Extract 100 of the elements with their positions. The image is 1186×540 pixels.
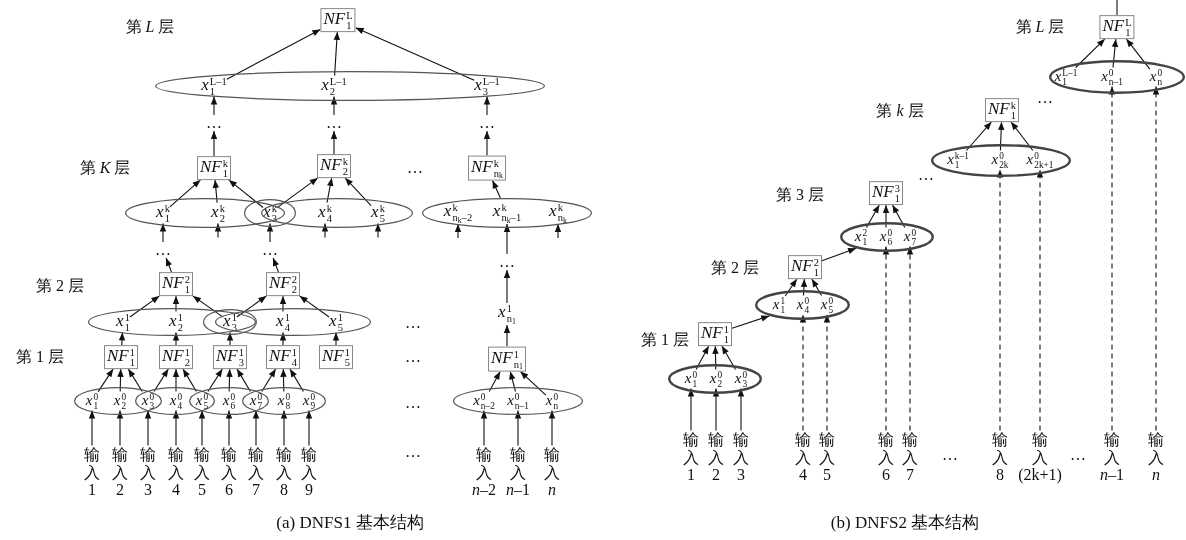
ellipsis-text: … (407, 159, 423, 177)
ellipsis-text: … (405, 348, 421, 366)
ellipsis-text: … (1037, 89, 1053, 107)
input-index: 9 (305, 480, 313, 499)
arrow (280, 368, 287, 393)
input-index: 3 (144, 480, 152, 499)
arrow (998, 121, 1005, 152)
arrow (226, 28, 321, 80)
arrow (214, 222, 222, 238)
input-index: 1 (687, 465, 695, 484)
arrow (169, 179, 202, 208)
arrow (374, 222, 382, 238)
input-index: 1 (88, 480, 96, 499)
ellipsis-text: … (479, 115, 495, 131)
arrow (800, 278, 808, 297)
arrow (811, 278, 823, 297)
input-label: 输入 (301, 445, 317, 481)
input-index: n–2 (472, 480, 496, 499)
input-index: n–1 (506, 480, 530, 499)
arrow (279, 295, 287, 313)
input-label: 输入 (84, 445, 100, 481)
input-index: 4 (799, 465, 807, 484)
ellipsis-text: … (405, 394, 421, 412)
arrow (276, 177, 319, 209)
arrow (333, 31, 340, 77)
arrow (127, 368, 143, 393)
input-index: 6 (882, 465, 890, 484)
arrow (882, 204, 890, 229)
arrow (503, 223, 511, 255)
arrow (226, 331, 234, 346)
arrow (491, 179, 501, 199)
ellipsis-text: … (1070, 446, 1086, 464)
arrow (172, 331, 180, 346)
arrow (252, 409, 260, 447)
arrow (279, 331, 287, 346)
arrow (454, 223, 462, 239)
ellipsis-text: … (918, 166, 934, 184)
arrow (165, 257, 173, 273)
input-index: 3 (737, 465, 745, 484)
arrow (236, 368, 251, 393)
arrow (228, 179, 264, 209)
input-label: 输入 (819, 430, 835, 466)
arrow (172, 295, 180, 313)
arrow (1152, 85, 1160, 432)
arrow (1075, 38, 1106, 69)
arrow (488, 370, 501, 393)
input-index: 5 (823, 465, 831, 484)
arrow (305, 409, 313, 447)
arrow (480, 409, 488, 447)
input-label: 输入 (733, 430, 749, 466)
layer-label: 第 2 层 (711, 257, 759, 278)
ellipsis-text: … (326, 115, 342, 131)
arrow (192, 295, 224, 318)
input-index: 7 (252, 480, 260, 499)
input-label: 输入 (140, 445, 156, 481)
input-label: 输入 (112, 445, 128, 481)
arrow (503, 324, 511, 348)
arrow (996, 168, 1004, 432)
arrow (1036, 168, 1044, 432)
layer-label: 第 L 层 (1015, 16, 1065, 37)
arrow (965, 121, 993, 152)
input-label: 输入 (795, 430, 811, 466)
arrow (695, 345, 710, 371)
arrow (784, 278, 798, 297)
arrow (129, 295, 160, 318)
input-label: 输入 (248, 445, 264, 481)
arrow (198, 409, 206, 447)
arrow (1111, 38, 1119, 69)
arrow (153, 368, 169, 393)
arrow (88, 409, 96, 447)
input-index: (2k+1) (1018, 465, 1062, 484)
input-label: 输入 (902, 430, 918, 466)
arrow (355, 27, 475, 81)
arrow (514, 409, 522, 447)
arrow (731, 315, 770, 329)
arrow (210, 95, 218, 116)
arrow (116, 409, 124, 447)
arrow (212, 179, 219, 204)
arrow (226, 368, 233, 393)
input-index: 7 (906, 465, 914, 484)
arrow (280, 409, 288, 447)
arrow (321, 222, 329, 238)
ellipsis-text: … (499, 254, 515, 270)
input-index: n–1 (1100, 465, 1124, 484)
input-index: n (1152, 465, 1160, 484)
arrow (906, 245, 914, 432)
layer-label: 第 1 层 (641, 329, 689, 350)
arrow (225, 409, 233, 447)
input-label: 输入 (276, 445, 292, 481)
arrow (548, 409, 556, 447)
arrow (236, 295, 267, 318)
arrow (210, 130, 218, 157)
input-label: 输入 (194, 445, 210, 481)
figure-caption: (b) DNFS2 基本结构 (830, 511, 980, 534)
arrow (821, 247, 857, 262)
input-index: 4 (172, 480, 180, 499)
arrow (172, 409, 180, 447)
arrow (97, 368, 114, 393)
arrow (687, 387, 695, 432)
arrow (118, 331, 126, 346)
